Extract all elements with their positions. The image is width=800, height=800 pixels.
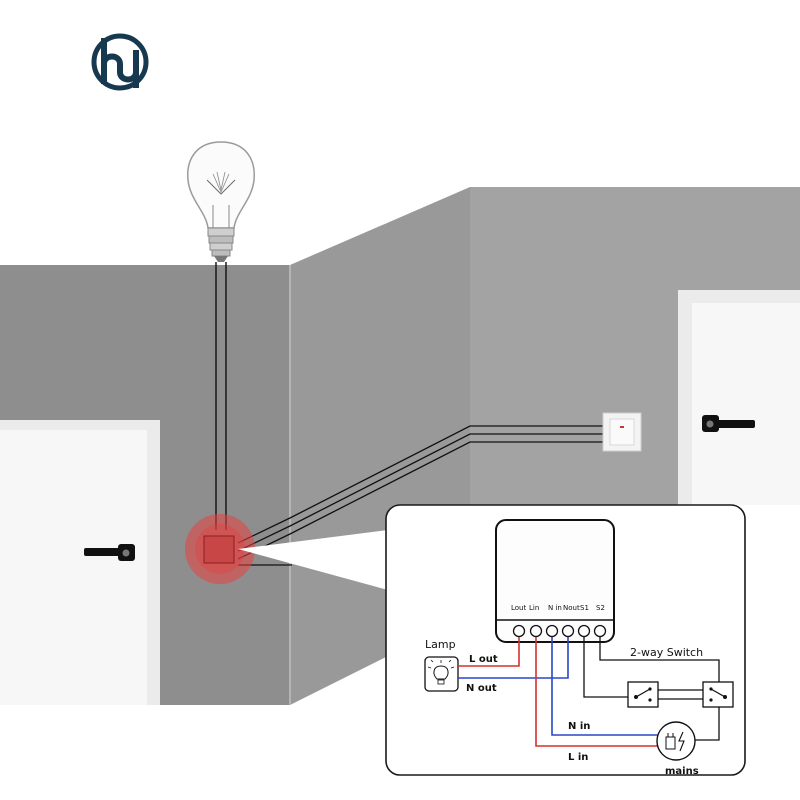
terminal-label-nin: N in: [548, 604, 562, 612]
wire-label-n-out: N out: [466, 683, 497, 694]
smart-module: Lout Lin N in Nout S1 S2: [495, 519, 615, 643]
light-bulb-icon: [187, 141, 255, 262]
wire-switch: [583, 637, 720, 741]
terminal-label-lout: Lout: [511, 604, 526, 612]
terminal-s1: [577, 624, 591, 638]
wire-l-in: [535, 637, 662, 747]
terminal-lin: [529, 624, 543, 638]
wall-switch-icon: [602, 412, 642, 452]
callout-pointer: [238, 530, 388, 590]
lamp-label: Lamp: [425, 638, 456, 651]
terminal-s2: [593, 624, 607, 638]
bulb-wires: [215, 262, 227, 530]
wire-label-l-out: L out: [469, 654, 498, 665]
plug-lightning-icon: [656, 721, 696, 761]
wire-n-out: [458, 637, 569, 679]
module-location-highlight: [185, 514, 255, 584]
left-door: [0, 420, 160, 705]
lamp-icon: [424, 656, 459, 692]
wire-label-l-in: L in: [568, 752, 588, 763]
terminal-nin: [545, 624, 559, 638]
wire-l-out: [458, 637, 520, 667]
wire-n-in: [551, 637, 662, 736]
terminal-label-nout: Nout: [563, 604, 580, 612]
terminal-label-s2: S2: [596, 604, 605, 612]
hy-logo-icon: [91, 33, 149, 91]
terminal-label-lin: Lin: [529, 604, 539, 612]
switch-label: 2-way Switch: [630, 646, 703, 659]
wire-label-n-in: N in: [568, 721, 590, 732]
two-way-switch-icon: [627, 681, 734, 708]
terminal-lout: [512, 624, 526, 638]
mains-label: mains: [665, 766, 699, 777]
right-door: [678, 290, 800, 505]
terminal-label-s1: S1: [580, 604, 589, 612]
terminal-nout: [561, 624, 575, 638]
